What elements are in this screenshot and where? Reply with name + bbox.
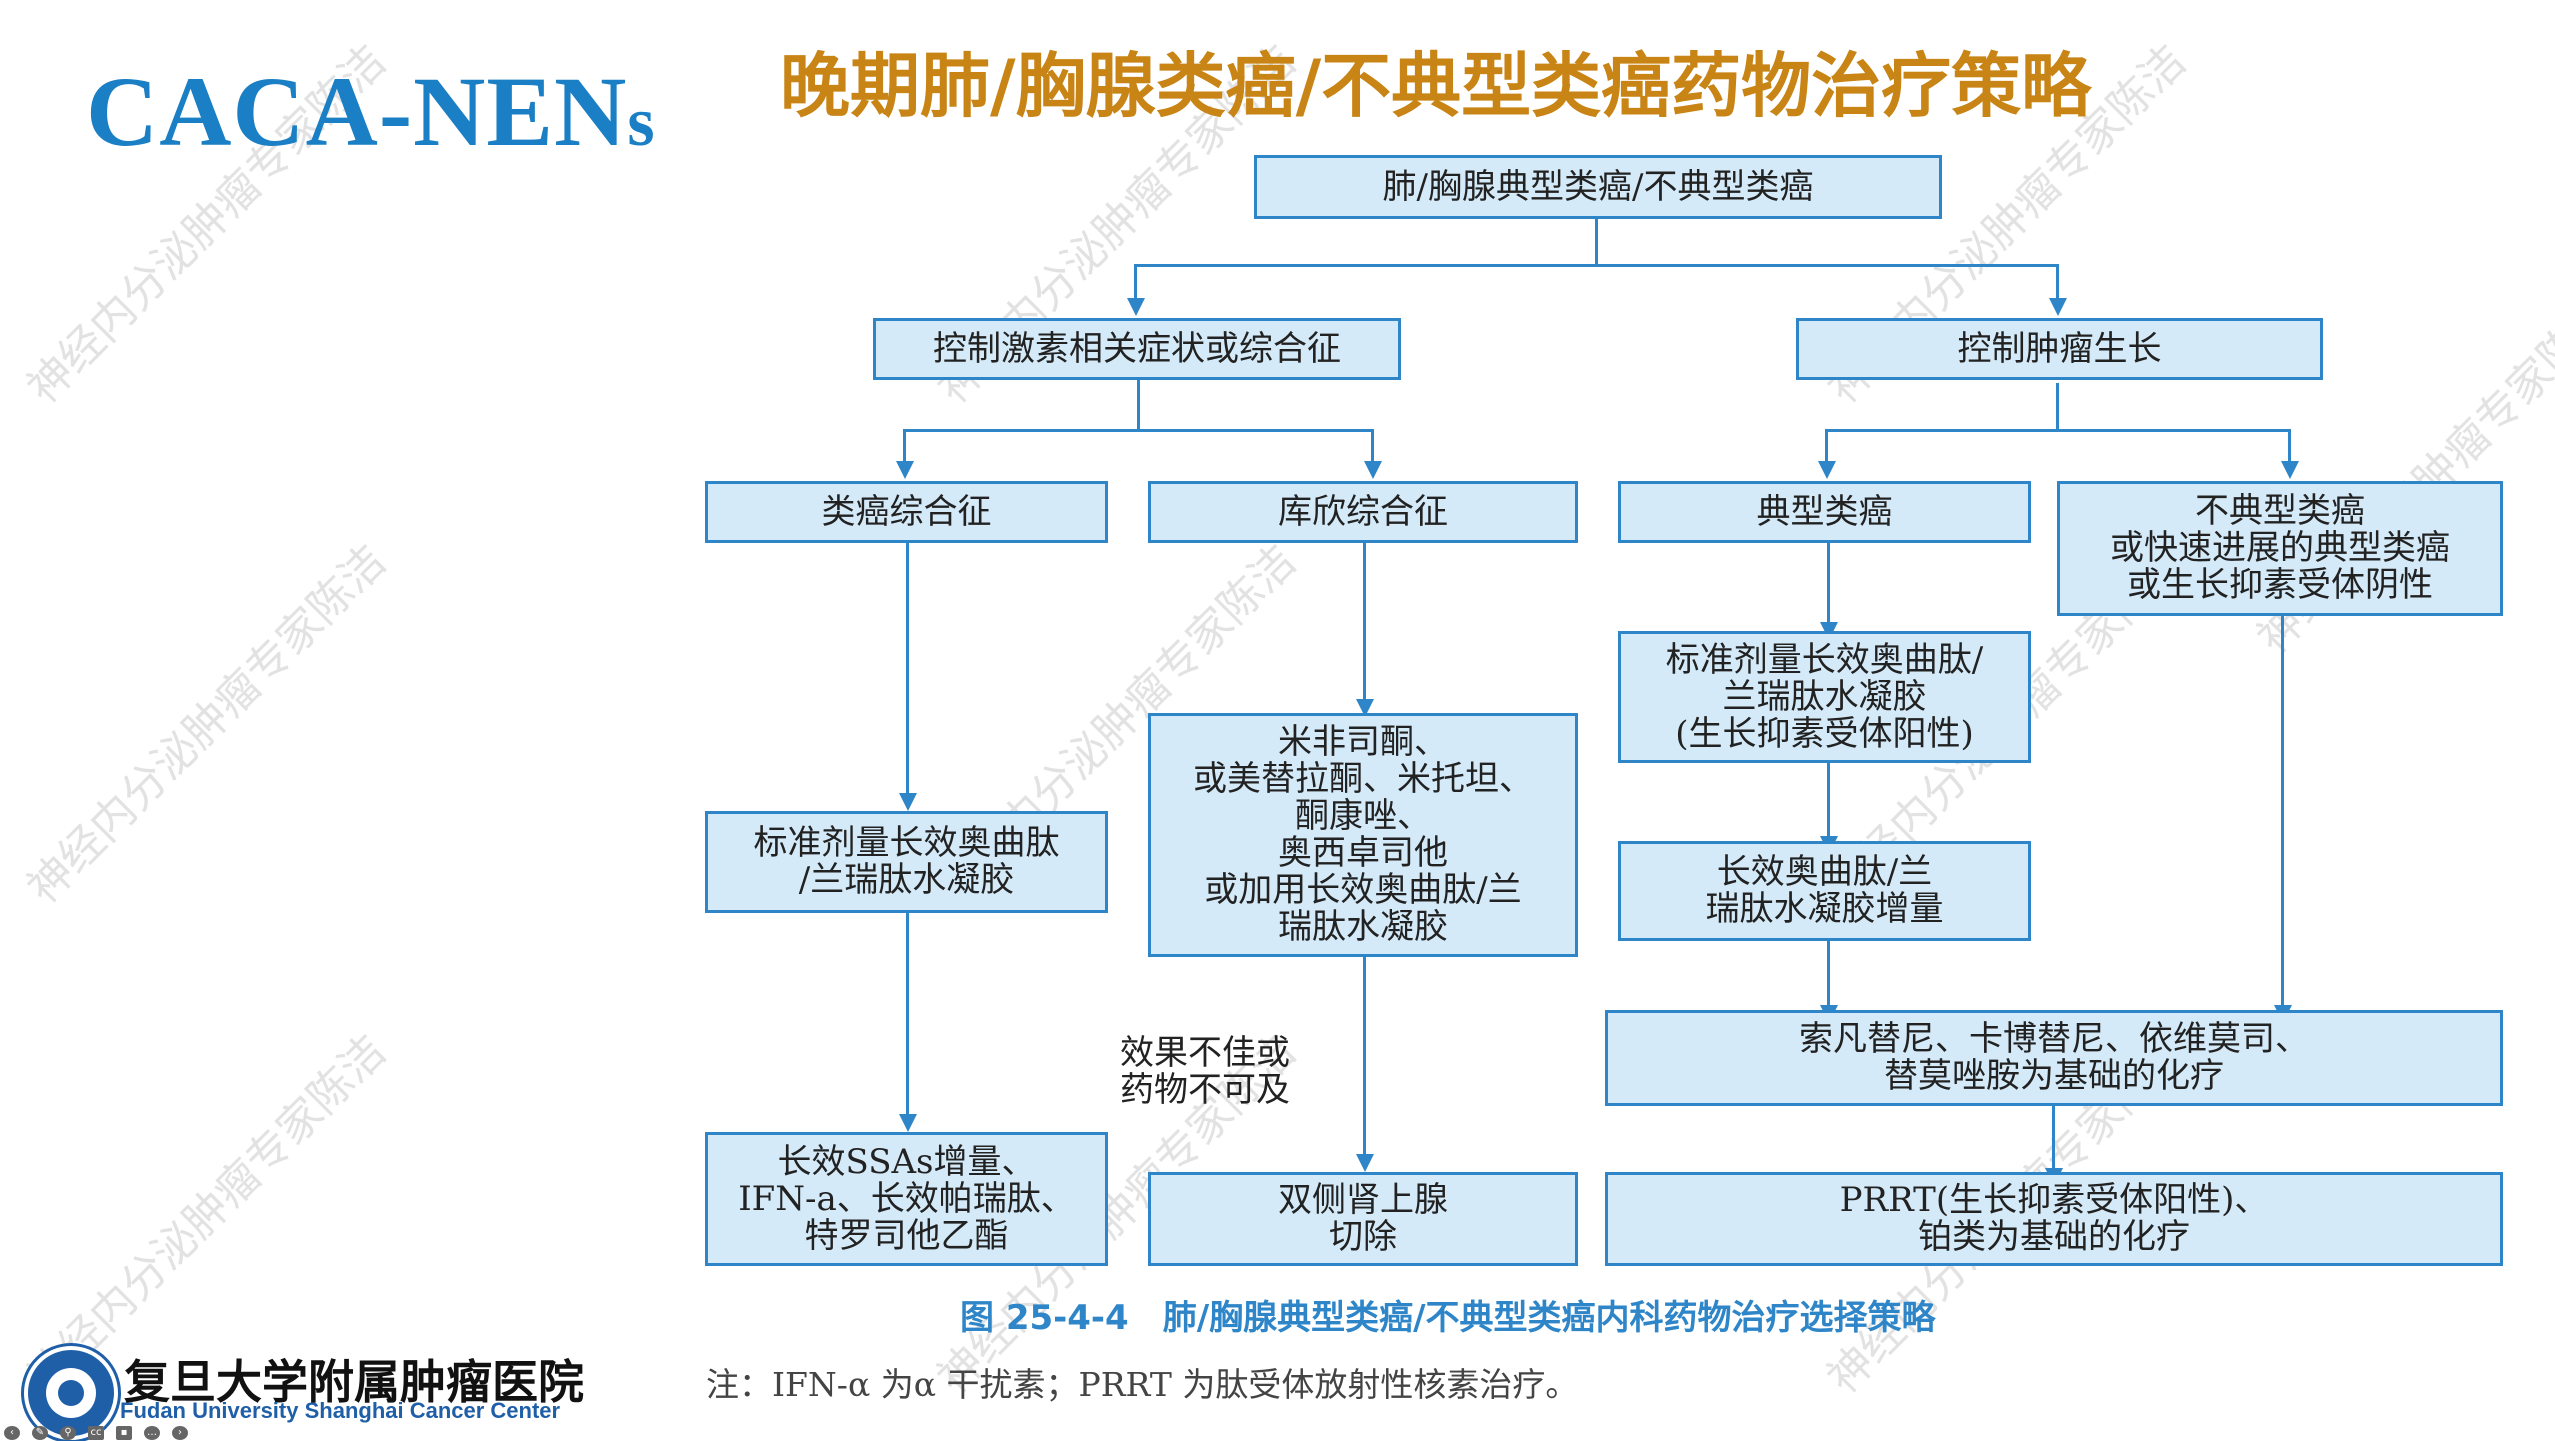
arrow-head [1364, 461, 1382, 479]
connector [1827, 941, 1830, 1007]
adrenalectomy-box: 双侧肾上腺 切除 [1148, 1172, 1578, 1266]
arrow-head [2049, 298, 2067, 316]
arrow-head [896, 461, 914, 479]
next-slide-icon[interactable]: › [172, 1426, 188, 1440]
right-branch-box: 控制肿瘤生长 [1796, 318, 2323, 380]
watermark: 神经内分泌肿瘤专家陈洁 [17, 535, 397, 914]
subtitles-icon[interactable]: cc [88, 1426, 104, 1440]
left-branch-box: 控制激素相关症状或综合征 [873, 318, 1401, 380]
arrow-head [1127, 298, 1145, 316]
connector [906, 543, 909, 794]
connector [1827, 763, 1830, 838]
previous-slide-icon[interactable]: ‹ [4, 1426, 20, 1440]
connector [1134, 264, 1137, 300]
arrow-head [2281, 461, 2299, 479]
more-options-icon[interactable]: … [144, 1426, 160, 1440]
prrt-box: PRRT(生长抑素受体阳性)、 铂类为基础的化疗 [1605, 1172, 2503, 1266]
connector [1825, 429, 1828, 463]
connector [1595, 218, 1598, 265]
footnote: 注：IFN-α 为α 干扰素；PRRT 为肽受体放射性核素治疗。 [706, 1365, 1579, 1404]
connector [1371, 429, 1374, 463]
connector [2056, 383, 2059, 431]
slide-title: 晚期肺/胸腺类癌/不典型类癌药物治疗策略 [780, 45, 2092, 127]
hospital-name-en: Fudan University Shanghai Cancer Center [120, 1398, 561, 1423]
arrow-head [1356, 699, 1374, 717]
zoom-icon[interactable]: ⚲ [60, 1426, 76, 1440]
ssa-high-dose-box: 长效SSAs增量、 IFN-a、长效帕瑞肽、 特罗司他乙酯 [705, 1132, 1108, 1266]
connector [2052, 1106, 2055, 1170]
arrow-head [899, 1114, 917, 1132]
connector [1363, 957, 1366, 1155]
brand-logo-text: CACA-NENs [86, 56, 656, 167]
connector [2281, 616, 2284, 1007]
typical-carcinoid-box: 典型类癌 [1618, 481, 2031, 543]
connector [1825, 429, 2291, 432]
slideshow-controls: ‹ ✎ ⚲ cc ▪ … › [4, 1426, 188, 1440]
root-box: 肺/胸腺典型类癌/不典型类癌 [1254, 155, 1942, 219]
connector [2288, 429, 2291, 463]
connector [2056, 264, 2059, 300]
ineffective-note: 效果不佳或 药物不可及 [1120, 1033, 1290, 1110]
ssa-standard-left-box: 标准剂量长效奥曲肽 /兰瑞肽水凝胶 [705, 811, 1108, 913]
connector [1827, 543, 1830, 624]
ssa-increase-box: 长效奥曲肽/兰 瑞肽水凝胶增量 [1618, 841, 2031, 941]
screen-icon[interactable]: ▪ [116, 1426, 132, 1440]
arrow-head [899, 793, 917, 811]
cushing-drugs-box: 米非司酮、 或美替拉酮、米托坦、 酮康唑、 奥西卓司他 或加用长效奥曲肽/兰 瑞… [1148, 713, 1578, 957]
cushing-syndrome-box: 库欣综合征 [1148, 481, 1578, 543]
connector [903, 429, 1374, 432]
ssa-standard-right-box: 标准剂量长效奥曲肽/ 兰瑞肽水凝胶 (生长抑素受体阳性) [1618, 631, 2031, 763]
connector [903, 429, 906, 463]
connector [1134, 264, 2059, 267]
connector [1137, 379, 1140, 431]
figure-caption: 图 25-4-4 肺/胸腺典型类癌/不典型类癌内科药物治疗选择策略 [960, 1298, 1936, 1338]
pen-icon[interactable]: ✎ [32, 1426, 48, 1440]
carcinoid-syndrome-box: 类癌综合征 [705, 481, 1108, 543]
hospital-name-cn: 复旦大学附属肿瘤医院 [124, 1355, 584, 1409]
connector [906, 913, 909, 1117]
atypical-carcinoid-box: 不典型类癌 或快速进展的典型类癌 或生长抑素受体阴性 [2057, 481, 2503, 616]
arrow-head [1818, 461, 1836, 479]
targeted-therapy-box: 索凡替尼、卡博替尼、依维莫司、 替莫唑胺为基础的化疗 [1605, 1010, 2503, 1106]
connector [1363, 543, 1366, 700]
arrow-head [1356, 1154, 1374, 1172]
